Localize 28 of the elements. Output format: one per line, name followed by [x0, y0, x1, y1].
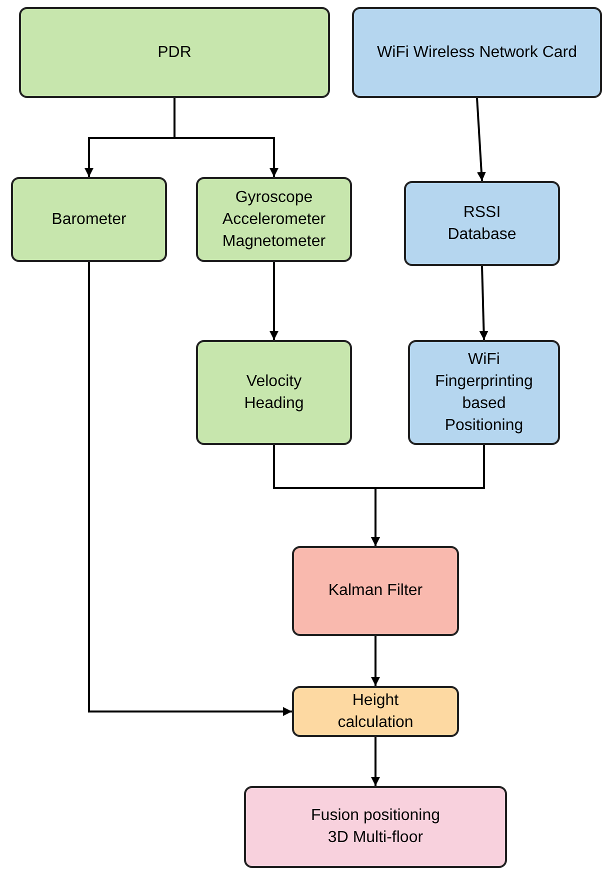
arrow — [371, 636, 380, 686]
process-box — [11, 177, 167, 262]
box-label: Velocity Heading — [243, 372, 305, 414]
box-label: Fusion positioning 3D Multi-floor — [310, 806, 441, 848]
process-box — [408, 340, 560, 445]
arrow — [174, 98, 278, 177]
arrow — [479, 266, 488, 340]
process-box — [292, 546, 459, 636]
arrow — [270, 262, 278, 340]
process-box — [244, 786, 507, 868]
arrow — [371, 445, 485, 546]
box-label: WiFi Wireless Network Card — [376, 42, 577, 62]
box-label: Gyroscope Accelerometer Magnetometer — [221, 188, 327, 252]
process-box — [292, 686, 459, 737]
process-box — [19, 7, 330, 98]
box-label: WiFi Fingerprinting based Positioning — [434, 350, 534, 436]
process-box — [404, 181, 560, 266]
box-label: RSSI Database — [446, 202, 518, 244]
process-box — [352, 7, 602, 98]
box-label: Height calculation — [336, 690, 414, 732]
box-label: Barometer — [52, 210, 126, 230]
arrow — [88, 262, 292, 716]
arrow — [371, 737, 380, 786]
box-label: PDR — [158, 42, 192, 62]
box-label: Kalman Filter — [328, 581, 423, 601]
arrow — [476, 98, 486, 182]
process-box — [196, 340, 352, 445]
process-box — [196, 177, 352, 262]
